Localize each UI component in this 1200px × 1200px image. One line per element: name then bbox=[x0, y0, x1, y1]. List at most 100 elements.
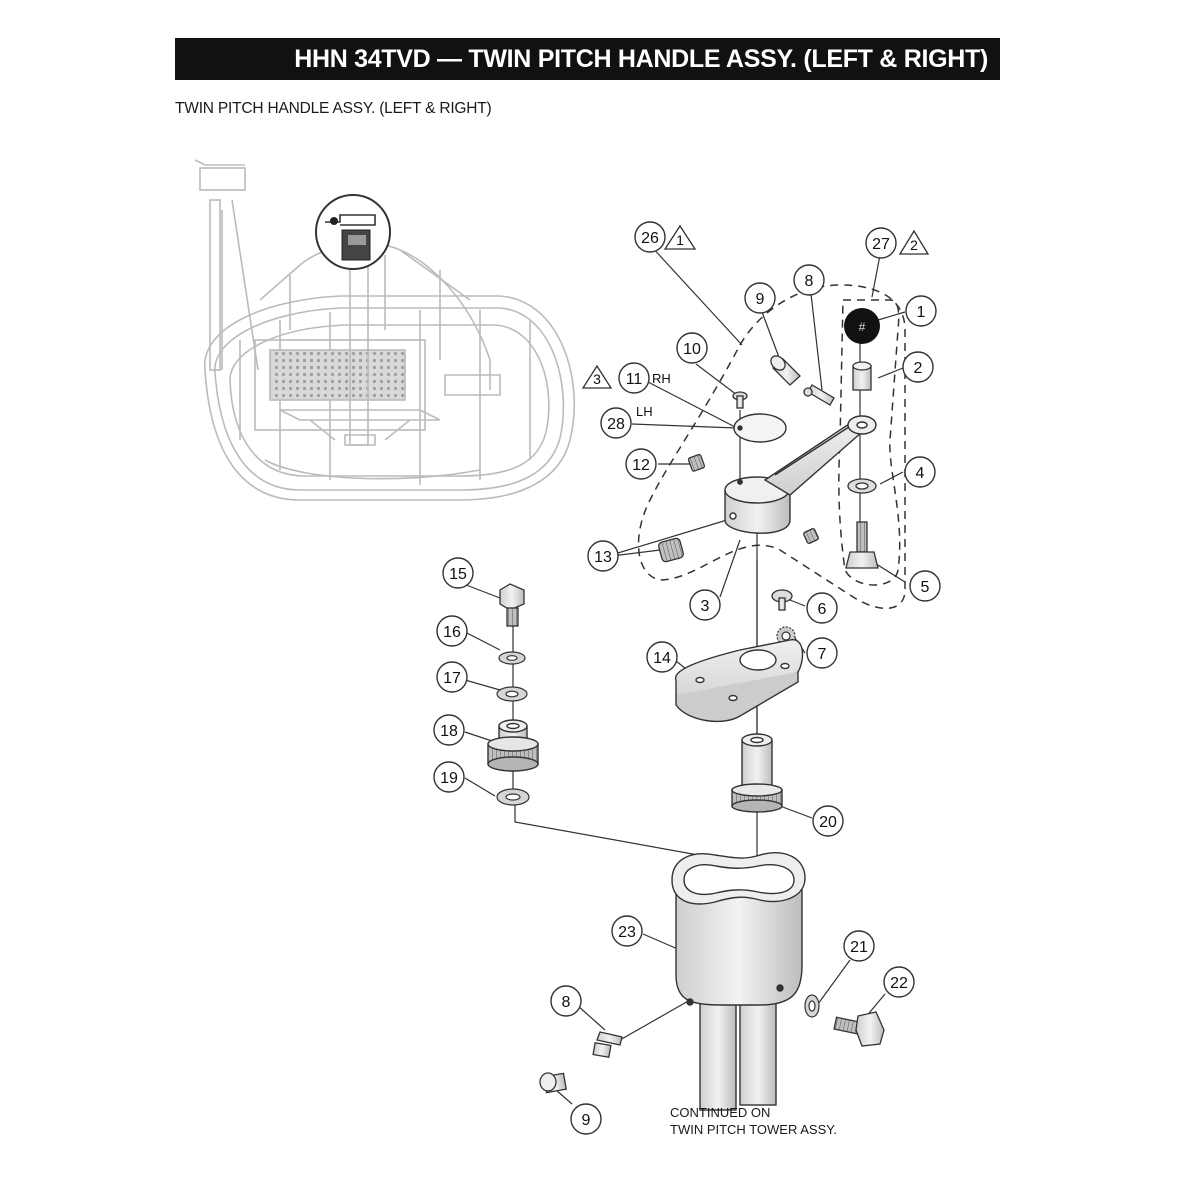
svg-text:19: 19 bbox=[440, 770, 458, 787]
part-12-set-screw bbox=[687, 453, 706, 472]
callout-21: 21 bbox=[843, 930, 875, 962]
continuation-note-line-2: TWIN PITCH TOWER ASSY. bbox=[670, 1122, 837, 1137]
part-21-lock-washer bbox=[804, 994, 820, 1018]
leader-lines bbox=[460, 244, 906, 1105]
part-10-screw bbox=[732, 391, 748, 409]
svg-text:28: 28 bbox=[607, 416, 625, 433]
svg-text:21: 21 bbox=[850, 939, 868, 956]
svg-text:23: 23 bbox=[618, 924, 636, 941]
part-4-washer bbox=[847, 478, 877, 494]
callout-22: 22 bbox=[883, 966, 915, 998]
revision-marker-2 bbox=[898, 229, 930, 255]
callout-6: 6 bbox=[806, 592, 838, 624]
callout-19: 19 bbox=[433, 761, 465, 793]
part-2-spacer bbox=[852, 361, 872, 391]
part-set-screw-right bbox=[803, 528, 819, 544]
assembly-27-outline bbox=[838, 299, 901, 586]
label-lh: LH bbox=[636, 404, 653, 419]
svg-text:8: 8 bbox=[805, 273, 814, 290]
callout-26: 26 bbox=[634, 221, 666, 253]
svg-text:22: 22 bbox=[890, 975, 908, 992]
revision-marker-1 bbox=[663, 224, 697, 250]
svg-text:16: 16 bbox=[443, 624, 461, 641]
svg-text:20: 20 bbox=[819, 814, 837, 831]
svg-text:12: 12 bbox=[632, 457, 650, 474]
part-8-grease-fitting-upper bbox=[803, 384, 835, 406]
callout-4: 4 bbox=[904, 456, 936, 488]
revision-marker-2-number: 2 bbox=[910, 237, 918, 253]
callout-23: 23 bbox=[611, 915, 643, 947]
part-15-bolt bbox=[499, 583, 525, 627]
part-19-washer bbox=[496, 788, 530, 806]
svg-text:5: 5 bbox=[921, 579, 930, 596]
callout-14: 14 bbox=[646, 641, 678, 673]
part-5-bolt bbox=[845, 521, 879, 569]
part-9-grease-cap-upper bbox=[770, 355, 801, 386]
revision-marker-3-number: 3 bbox=[593, 371, 601, 387]
svg-text:8: 8 bbox=[562, 994, 571, 1011]
svg-text:7: 7 bbox=[818, 646, 827, 663]
part-28-cover-disc bbox=[733, 413, 787, 443]
continuation-note: CONTINUED ON TWIN PITCH TOWER ASSY. bbox=[670, 1104, 837, 1138]
part-20-gear-shaft bbox=[731, 733, 783, 813]
callout-27: 27 bbox=[865, 227, 897, 259]
svg-text:11: 11 bbox=[626, 371, 643, 388]
svg-text:26: 26 bbox=[641, 230, 659, 247]
part-1-knob: # bbox=[844, 308, 880, 344]
part-17-washer bbox=[496, 686, 528, 702]
callout-8-lower: 8 bbox=[550, 985, 582, 1017]
callout-9-lower: 9 bbox=[570, 1103, 602, 1135]
svg-text:3: 3 bbox=[701, 598, 710, 615]
callout-15: 15 bbox=[442, 557, 474, 589]
part-9-grease-cap-lower bbox=[539, 1072, 567, 1094]
svg-text:18: 18 bbox=[440, 723, 458, 740]
page-title: HHN 34TVD — TWIN PITCH HANDLE ASSY. (LEF… bbox=[294, 44, 988, 73]
svg-text:15: 15 bbox=[449, 566, 467, 583]
callout-28: 28 bbox=[600, 407, 632, 439]
svg-text:1: 1 bbox=[917, 304, 926, 321]
svg-text:10: 10 bbox=[683, 341, 701, 358]
part-13-set-screw bbox=[658, 537, 684, 563]
svg-text:27: 27 bbox=[872, 236, 890, 253]
magnifier-inset bbox=[315, 194, 391, 270]
machine-overview-illustration bbox=[194, 159, 576, 501]
svg-text:9: 9 bbox=[582, 1112, 591, 1129]
svg-text:13: 13 bbox=[594, 549, 612, 566]
title-bar: HHN 34TVD — TWIN PITCH HANDLE ASSY. (LEF… bbox=[175, 38, 1000, 80]
callout-13: 13 bbox=[587, 540, 619, 572]
revision-marker-3 bbox=[581, 364, 613, 389]
assembly-26-outline bbox=[637, 284, 906, 609]
callout-2: 2 bbox=[902, 351, 934, 383]
callout-9-upper: 9 bbox=[744, 282, 776, 314]
svg-text:4: 4 bbox=[916, 465, 925, 482]
svg-text:17: 17 bbox=[443, 670, 461, 687]
part-22-bolt bbox=[833, 1011, 885, 1047]
svg-text:2: 2 bbox=[914, 360, 923, 377]
part-23-housing bbox=[671, 852, 806, 1111]
callout-11: 11 bbox=[618, 362, 650, 394]
part-18-gear bbox=[487, 719, 539, 772]
callout-18: 18 bbox=[433, 714, 465, 746]
label-rh: RH bbox=[652, 371, 671, 386]
section-subtitle: TWIN PITCH HANDLE ASSY. (LEFT & RIGHT) bbox=[175, 100, 492, 117]
callout-3: 3 bbox=[689, 589, 721, 621]
callout-1: 1 bbox=[905, 295, 937, 327]
part-14-mounting-plate bbox=[675, 639, 804, 723]
callout-12: 12 bbox=[625, 448, 657, 480]
callout-16: 16 bbox=[436, 615, 468, 647]
part-6-screw bbox=[771, 589, 793, 611]
revision-marker-1-number: 1 bbox=[676, 232, 684, 248]
continuation-note-line-1: CONTINUED ON bbox=[670, 1105, 771, 1120]
svg-text:6: 6 bbox=[818, 601, 827, 618]
callout-balloons: 26 27 1 2 3 4 5 6 7 8 9 10 11 12 13 14 1… bbox=[433, 221, 941, 1135]
revision-markers: 1 2 3 bbox=[581, 224, 930, 389]
svg-text:9: 9 bbox=[756, 291, 765, 308]
part-3-handle-hub bbox=[724, 415, 877, 534]
svg-text:14: 14 bbox=[653, 650, 671, 667]
part-8-grease-fitting-lower bbox=[592, 1031, 623, 1059]
callout-20: 20 bbox=[812, 805, 844, 837]
callout-10: 10 bbox=[676, 332, 708, 364]
svg-text:#: # bbox=[859, 320, 866, 334]
callout-5: 5 bbox=[909, 570, 941, 602]
callout-17: 17 bbox=[436, 661, 468, 693]
